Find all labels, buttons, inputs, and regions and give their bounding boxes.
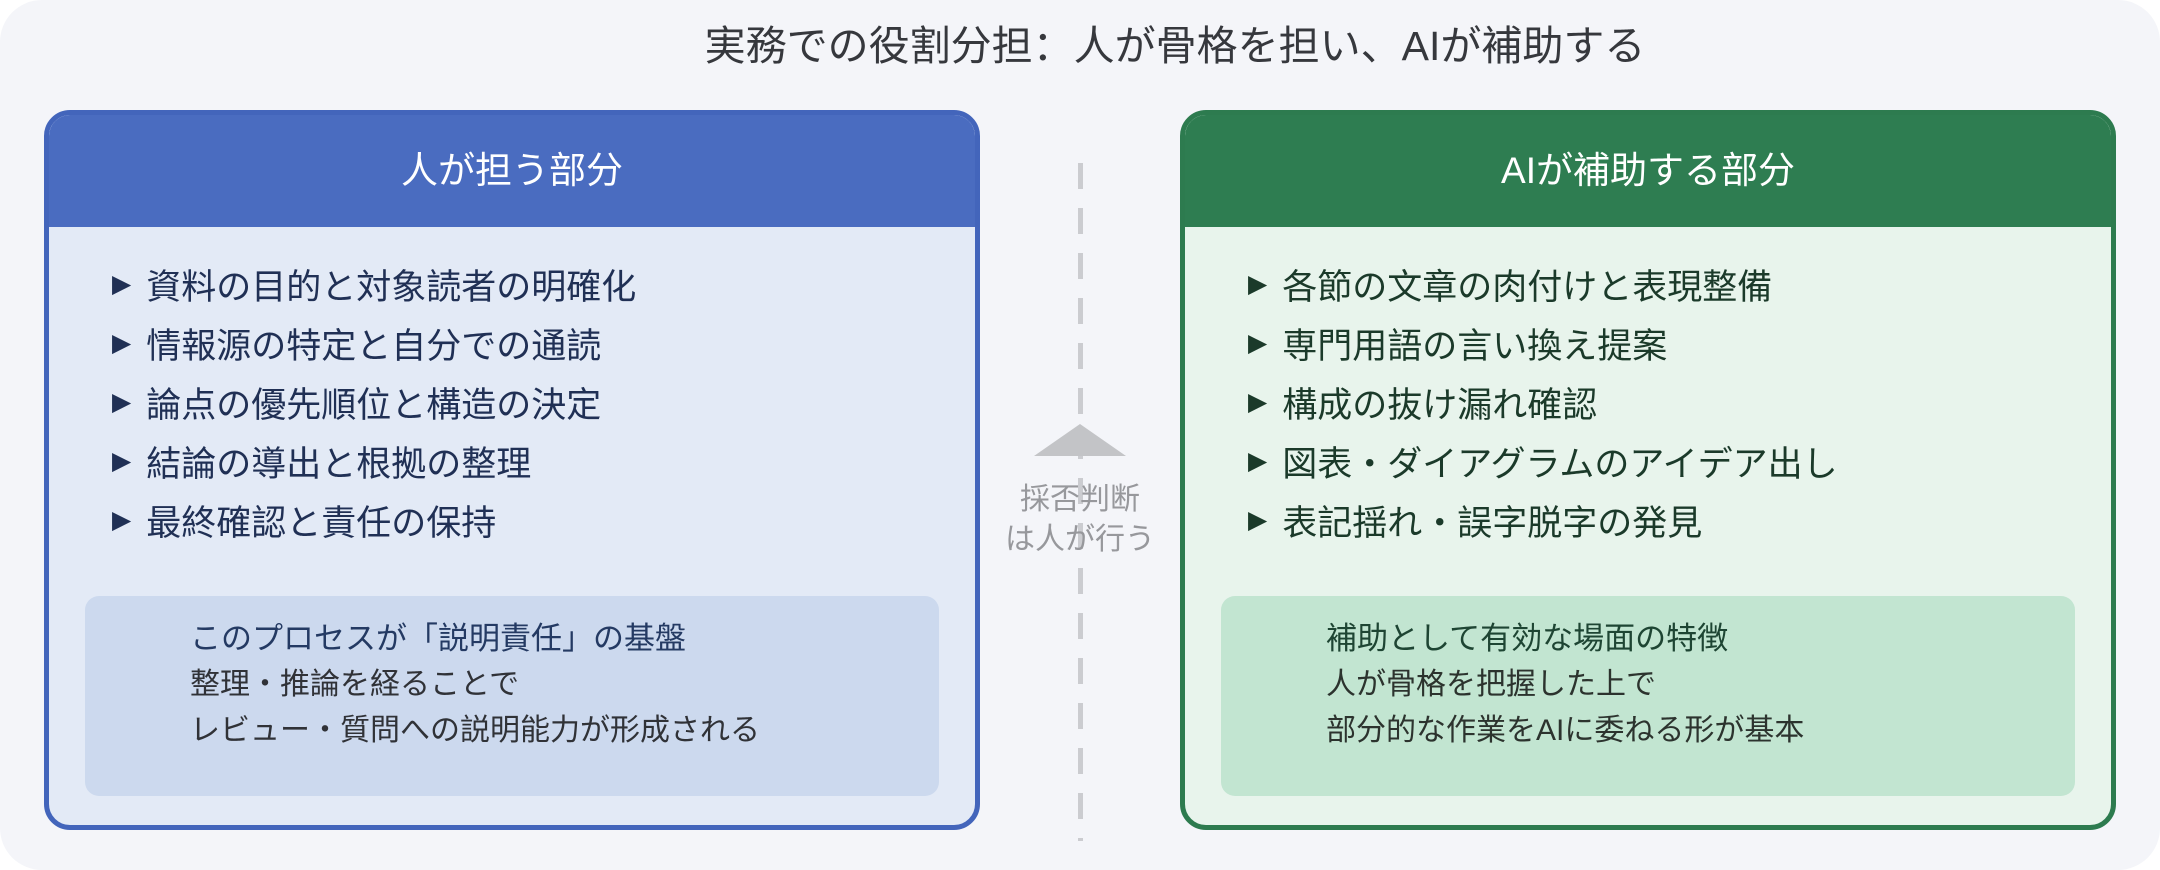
list-item-label: 表記揺れ・誤字脱字の発見: [1282, 504, 1703, 543]
list-item: ▶ 構成の抜け漏れ確認: [1248, 373, 2075, 432]
triangle-bullet-icon: ▶: [112, 270, 132, 298]
ai-note-box: 補助として有効な場面の特徴 人が骨格を把握した上で 部分的な作業をAIに委ねる形…: [1221, 596, 2075, 796]
list-item: ▶ 資料の目的と対象読者の明確化: [112, 255, 939, 314]
human-note-box: このプロセスが「説明責任」の基盤 整理・推論を経ることで レビュー・質問への説明…: [85, 596, 939, 796]
list-item: ▶ 情報源の特定と自分での通読: [112, 314, 939, 373]
ai-card-header: AIが補助する部分: [1185, 115, 2111, 227]
list-item: ▶ 表記揺れ・誤字脱字の発見: [1248, 491, 2075, 550]
list-item-label: 結論の導出と根拠の整理: [146, 445, 532, 484]
list-item: ▶ 論点の優先順位と構造の決定: [112, 373, 939, 432]
list-item: ▶ 図表・ダイアグラムのアイデア出し: [1248, 432, 2075, 491]
triangle-bullet-icon: ▶: [112, 329, 132, 357]
list-item: ▶ 各節の文章の肉付けと表現整備: [1248, 255, 2075, 314]
note-line: レビュー・質問への説明能力が形成される: [190, 714, 760, 747]
human-card-title: 人が担う部分: [401, 150, 623, 191]
triangle-bullet-icon: ▶: [1248, 388, 1268, 416]
dashed-divider-line: [1078, 163, 1083, 841]
human-card: 人が担う部分 ▶ 資料の目的と対象読者の明確化 ▶ 情報源の特定と自分での通読 …: [44, 110, 980, 830]
human-item-list: ▶ 資料の目的と対象読者の明確化 ▶ 情報源の特定と自分での通読 ▶ 論点の優先…: [85, 227, 939, 550]
note-title: 補助として有効な場面の特徴: [1326, 621, 1729, 656]
human-card-header: 人が担う部分: [49, 115, 975, 227]
triangle-bullet-icon: ▶: [1248, 447, 1268, 475]
human-card-body: ▶ 資料の目的と対象読者の明確化 ▶ 情報源の特定と自分での通読 ▶ 論点の優先…: [49, 227, 975, 796]
note-line: 整理・推論を経ることで: [190, 668, 520, 701]
diagram-title: 実務での役割分担：人が骨格を担い、AIが補助する: [704, 23, 1646, 69]
list-item-label: 各節の文章の肉付けと表現整備: [1282, 268, 1773, 307]
triangle-bullet-icon: ▶: [112, 388, 132, 416]
list-item-label: 論点の優先順位と構造の決定: [146, 386, 602, 425]
triangle-bullet-icon: ▶: [1248, 329, 1268, 357]
triangle-bullet-icon: ▶: [112, 447, 132, 475]
list-item-label: 最終確認と責任の保持: [146, 504, 497, 543]
divider-label: 採否判断 は人が行う: [960, 480, 1200, 560]
ai-card-title: AIが補助する部分: [1501, 150, 1795, 191]
divider-label-line: 採否判断: [1020, 483, 1140, 516]
list-item: ▶ 最終確認と責任の保持: [112, 491, 939, 550]
ai-card-body: ▶ 各節の文章の肉付けと表現整備 ▶ 専門用語の言い換え提案 ▶ 構成の抜け漏れ…: [1185, 227, 2111, 796]
ai-item-list: ▶ 各節の文章の肉付けと表現整備 ▶ 専門用語の言い換え提案 ▶ 構成の抜け漏れ…: [1221, 227, 2075, 550]
triangle-bullet-icon: ▶: [1248, 506, 1268, 534]
list-item-label: 構成の抜け漏れ確認: [1282, 386, 1598, 425]
note-title: このプロセスが「説明責任」の基盤: [190, 621, 686, 656]
divider-label-line: は人が行う: [1005, 523, 1155, 556]
note-line: 部分的な作業をAIに委ねる形が基本: [1326, 714, 1805, 747]
note-line: 人が骨格を把握した上で: [1326, 668, 1656, 701]
list-item: ▶ 専門用語の言い換え提案: [1248, 314, 2075, 373]
list-item-label: 情報源の特定と自分での通読: [146, 327, 602, 366]
list-item: ▶ 結論の導出と根拠の整理: [112, 432, 939, 491]
list-item-label: 図表・ダイアグラムのアイデア出し: [1282, 445, 1838, 484]
ai-card: AIが補助する部分 ▶ 各節の文章の肉付けと表現整備 ▶ 専門用語の言い換え提案…: [1180, 110, 2116, 830]
triangle-bullet-icon: ▶: [112, 506, 132, 534]
triangle-bullet-icon: ▶: [1248, 270, 1268, 298]
list-item-label: 資料の目的と対象読者の明確化: [146, 268, 637, 307]
list-item-label: 専門用語の言い換え提案: [1282, 327, 1668, 366]
up-triangle-icon: [1034, 424, 1126, 456]
